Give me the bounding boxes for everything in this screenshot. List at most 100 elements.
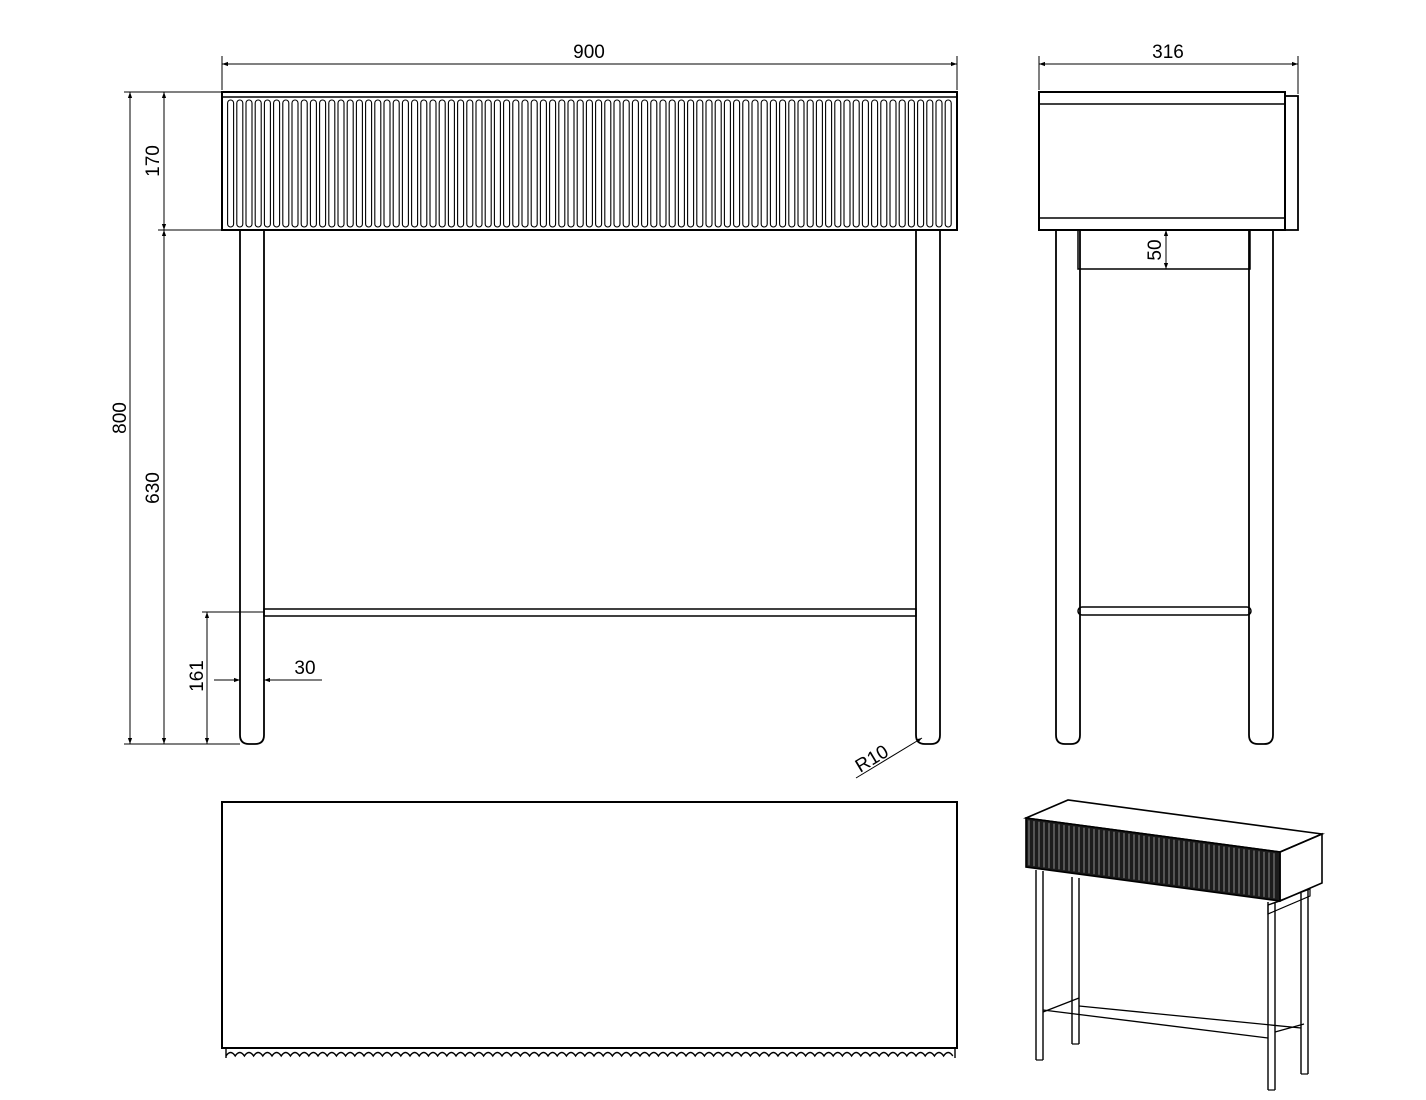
flute	[319, 99, 327, 228]
flute	[475, 99, 483, 228]
flute	[751, 99, 759, 228]
flute	[779, 99, 787, 228]
flute	[622, 99, 630, 228]
flute	[723, 99, 731, 228]
dim-total-height-label: 800	[110, 402, 131, 434]
top-surface	[221, 801, 958, 1049]
flute	[825, 99, 833, 228]
flute	[687, 99, 695, 228]
flute	[898, 99, 906, 228]
flute	[843, 99, 851, 228]
flute	[806, 99, 814, 228]
flute	[549, 99, 557, 228]
flute	[503, 99, 511, 228]
flute	[567, 99, 575, 228]
dim-stretcher-height-label: 161	[187, 660, 208, 692]
flute	[236, 99, 244, 228]
dim-width-label: 900	[573, 42, 605, 63]
flute	[447, 99, 455, 228]
side-top	[1038, 91, 1286, 231]
flute	[861, 99, 869, 228]
dim-drawer-height-label: 170	[143, 145, 164, 177]
flute	[742, 99, 750, 228]
flute	[374, 99, 382, 228]
persp-drawer-flutes	[1028, 820, 1275, 899]
front-stretcher	[263, 608, 917, 617]
flute	[273, 99, 281, 228]
flute	[641, 99, 649, 228]
flute	[944, 99, 952, 228]
flute	[631, 99, 639, 228]
front-dimensions: 900 800 170 630 161 30 R10	[110, 42, 958, 779]
flute	[871, 99, 879, 228]
persp-front-stretcher	[1042, 1009, 1269, 1039]
flute	[880, 99, 888, 228]
flute	[769, 99, 777, 228]
flute	[696, 99, 704, 228]
flute	[521, 99, 529, 228]
side-right-leg	[1248, 230, 1274, 745]
flute	[355, 99, 363, 228]
flute	[613, 99, 621, 228]
flute	[595, 99, 603, 228]
dim-drawer-clearance-label: 50	[1145, 239, 1166, 260]
flute	[677, 99, 685, 228]
flute	[493, 99, 501, 228]
flute	[558, 99, 566, 228]
flute	[282, 99, 290, 228]
flute	[576, 99, 584, 228]
flute	[705, 99, 713, 228]
flute	[328, 99, 336, 228]
flute	[383, 99, 391, 228]
flute	[935, 99, 943, 228]
flute	[457, 99, 465, 228]
flute	[659, 99, 667, 228]
top-view	[221, 801, 958, 1058]
flute	[291, 99, 299, 228]
persp-end-face	[1279, 832, 1323, 903]
flute	[484, 99, 492, 228]
side-dimensions: 316 50	[1038, 42, 1299, 269]
dim-leg-height-label: 630	[143, 472, 164, 504]
drawer-front	[221, 91, 958, 231]
flute	[466, 99, 474, 228]
flute	[539, 99, 547, 228]
flute	[401, 99, 409, 228]
flute	[733, 99, 741, 228]
front-right-leg	[915, 230, 941, 745]
flute	[834, 99, 842, 228]
flute	[438, 99, 446, 228]
flute	[411, 99, 419, 228]
flute	[300, 99, 308, 228]
flute	[889, 99, 897, 228]
flute	[227, 99, 235, 228]
dim-line-leg-radius	[855, 737, 923, 779]
flute	[852, 99, 860, 228]
flute	[346, 99, 354, 228]
flute	[926, 99, 934, 228]
flute	[530, 99, 538, 228]
flute	[907, 99, 915, 228]
drawer-flute-profile	[225, 1051, 954, 1058]
side-stretcher	[1077, 606, 1252, 616]
flute	[263, 99, 271, 228]
flute	[420, 99, 428, 228]
flute	[760, 99, 768, 228]
flute	[337, 99, 345, 228]
flute	[585, 99, 593, 228]
flute	[650, 99, 658, 228]
flute	[917, 99, 925, 228]
side-drawer-front	[1284, 95, 1299, 231]
flute	[815, 99, 823, 228]
flute	[512, 99, 520, 228]
flute	[429, 99, 437, 228]
flute	[788, 99, 796, 228]
front-view	[221, 91, 958, 745]
side-view	[1038, 91, 1299, 745]
dim-leg-diameter-label: 30	[294, 658, 315, 679]
flute	[254, 99, 262, 228]
flute	[365, 99, 373, 228]
flute	[392, 99, 400, 228]
perspective-view	[1023, 799, 1325, 1091]
